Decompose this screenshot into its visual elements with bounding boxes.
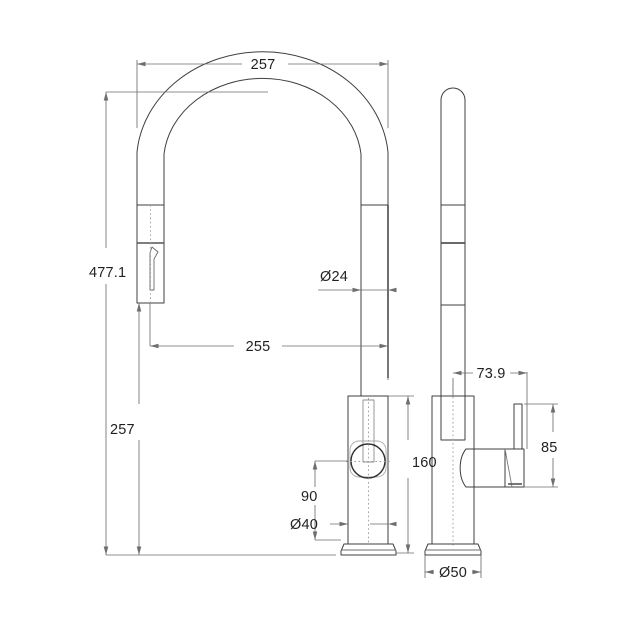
dim-label-overall-height: 477.1 — [89, 265, 126, 281]
tap-body-front — [340, 395, 397, 556]
dimension-handle-centre-height: 90 — [301, 460, 348, 541]
dimension-overall-width: 257 — [136, 57, 389, 128]
dim-label-spout-reach: 255 — [246, 339, 271, 355]
dim-label-handle-offset: 73.9 — [476, 366, 505, 382]
dimension-handle-height: 85 — [524, 403, 558, 488]
dim-label-spout-height: 257 — [110, 422, 135, 438]
front-elevation-view — [136, 51, 397, 556]
dimension-tube-diameter: Ø24 — [318, 269, 397, 293]
dimension-overall-height: 477.1 — [89, 91, 336, 556]
dim-label-overall-width: 257 — [251, 57, 276, 73]
dimension-spout-height: 257 — [110, 303, 142, 555]
dim-label-body-diameter: Ø40 — [290, 517, 318, 533]
dim-label-handle-centre-height: 90 — [301, 489, 318, 505]
dimension-body-height: 160 — [388, 395, 437, 554]
dim-label-tube-diameter: Ø24 — [320, 269, 348, 285]
spout-outer-profile — [136, 51, 389, 205]
dim-label-handle-height: 85 — [541, 440, 558, 456]
spout-inner-profile — [163, 77, 362, 205]
dimension-base-diameter: Ø50 — [424, 555, 482, 581]
dim-label-base-diameter: Ø50 — [439, 565, 467, 581]
side-handle — [459, 403, 525, 488]
dimension-spout-reach: 255 — [149, 303, 389, 380]
dimension-handle-offset: 73.9 — [452, 366, 528, 449]
side-spout-column — [440, 87, 466, 548]
dimension-annotations: 257 477.1 257 255 Ø24 — [89, 57, 558, 581]
dimension-body-diameter: Ø40 — [290, 517, 397, 533]
spray-head — [136, 204, 165, 304]
dim-label-body-height: 160 — [412, 455, 437, 471]
